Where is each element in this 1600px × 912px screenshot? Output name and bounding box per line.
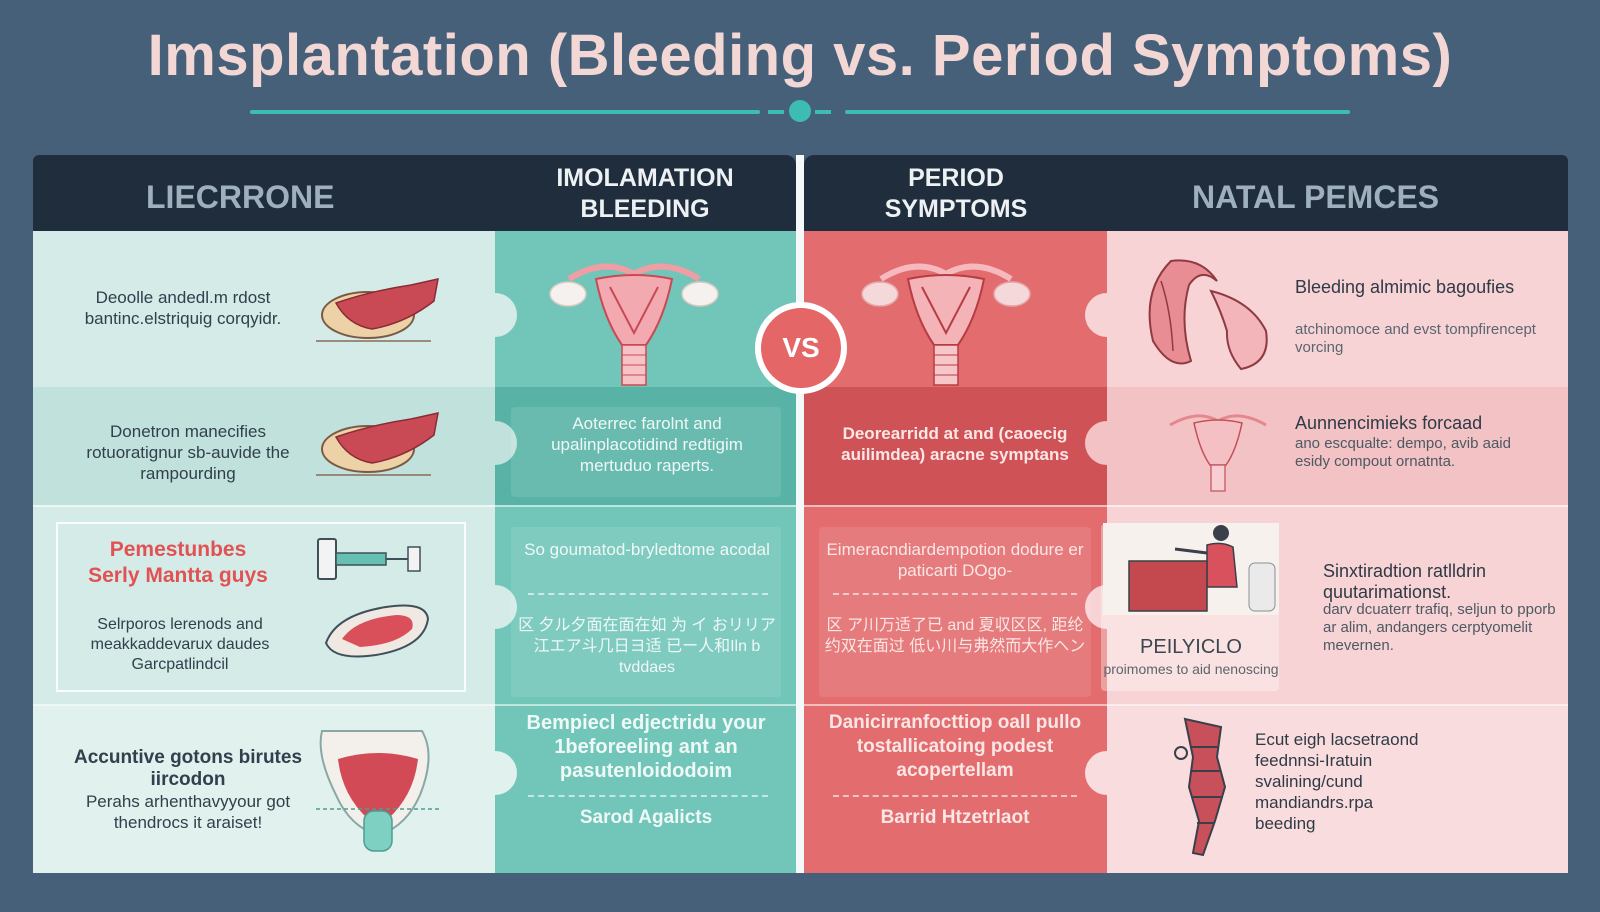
row4-period-footer: Barrid Htzetrlaot bbox=[880, 807, 1030, 828]
table-header-left: LIECRRONE IMOLAMATION BLEEDING bbox=[33, 155, 796, 231]
puzzle-notch bbox=[473, 421, 517, 465]
puzzle-notch bbox=[1085, 421, 1129, 465]
text-panel bbox=[511, 527, 781, 697]
header-right-side: NATAL PEMCES bbox=[1192, 179, 1440, 215]
puzzle-notch bbox=[1085, 751, 1129, 795]
tissue-illustration bbox=[316, 412, 439, 476]
row-band bbox=[495, 387, 797, 505]
table-header-right: PERIOD SYMPTOMS NATAL PEMCES bbox=[804, 155, 1568, 231]
header-left-side: LIECRRONE bbox=[146, 179, 335, 215]
row1-right-title: Bleeding almimic bagoufies bbox=[1295, 277, 1515, 297]
row2-right-title: Aunnencimieks forcaad bbox=[1295, 413, 1483, 433]
header-period: PERIOD SYMPTOMS bbox=[884, 164, 1028, 223]
row-band bbox=[1107, 705, 1568, 873]
highlight-frame bbox=[56, 522, 466, 692]
title-underline-left bbox=[250, 110, 760, 114]
row4-left-heading: Accuntive gotons birutes iircodon bbox=[73, 747, 303, 790]
text-panel bbox=[819, 527, 1091, 697]
row3-left-heading: Pemestunbes Serly Mantta guys bbox=[88, 538, 268, 587]
uterus-illustration bbox=[549, 263, 719, 386]
row3-right-caption: proimomes to aid nenoscing bbox=[1103, 661, 1279, 677]
uterus-small-icon bbox=[1169, 414, 1267, 492]
dashed-separator bbox=[833, 593, 1077, 595]
syringe-and-tissue-illustration bbox=[317, 538, 430, 658]
row2-implantation-text: Aoterrec farolnt and upalinplacotidind r… bbox=[551, 414, 743, 475]
page-title: Imsplantation (Bleeding vs. Period Sympt… bbox=[147, 23, 1453, 88]
row4-implantation-text: Bempiecl edjectridu your 1beforeeling an… bbox=[526, 712, 766, 782]
spine-illustration bbox=[1174, 717, 1227, 857]
row4-left-text: Perahs arhenthavyyour got thendrocs it a… bbox=[85, 792, 291, 832]
row4-implantation-footer: Sarod Agalicts bbox=[579, 807, 713, 828]
row4-period-text: Danicirranfocttiop oall pullo tostallica… bbox=[828, 712, 1082, 781]
vs-badge: VS bbox=[755, 302, 847, 394]
puzzle-notch bbox=[1085, 293, 1129, 337]
dashed-separator bbox=[528, 795, 768, 797]
row1-right-text: atchinomoce and evst tompfirencept vorci… bbox=[1295, 321, 1536, 356]
dashed-separator bbox=[833, 795, 1077, 797]
row2-left-text: Donetron manecifies rotuoratignur sb-auv… bbox=[86, 422, 290, 483]
person-at-desk-illustration bbox=[1103, 523, 1279, 615]
row2-right-text: ano escqualte: dempo, avib aaid esidy co… bbox=[1295, 435, 1511, 470]
row4-right-text: Ecut eigh lacsetraond feednnsi-Iratuin s… bbox=[1255, 730, 1419, 833]
puzzle-notch bbox=[473, 585, 517, 629]
comparison-table: LIECRRONE IMOLAMATION BLEEDING PERIOD SY… bbox=[33, 155, 1568, 873]
row1-left-text: Deoolle andedl.m rdost bantinc.elstriqui… bbox=[84, 288, 282, 328]
organ-illustration bbox=[1148, 259, 1268, 371]
row3-period-extra: 区 ア川万适了已 and 夏収区区, 距纶约双在面过 低い川与弗然而大作ヘン bbox=[824, 617, 1086, 655]
row3-right-text: darv dcuaterr trafiq, seljun to pporb ar… bbox=[1323, 601, 1556, 654]
title-underline-right bbox=[845, 110, 1350, 114]
row3-implantation-text: So goumatod-bryledtome acodal bbox=[524, 540, 770, 559]
row3-period-text: Eimeracndiardempotion dodure er paticart… bbox=[826, 540, 1084, 580]
row3-implantation-extra: 区 夕ル夕面在面在如 为 イ おリリア江エア斗几日ヨ适 已ー人和Iln b tv… bbox=[518, 617, 776, 676]
title-underline-dash-left bbox=[768, 110, 784, 114]
title-underline-dot bbox=[789, 100, 811, 122]
row3-right-title: Sinxtiradtion ratlldrin quutarimationst. bbox=[1323, 561, 1487, 602]
text-panel bbox=[511, 407, 781, 497]
puzzle-notch bbox=[473, 751, 517, 795]
pelvic-section-illustration bbox=[316, 730, 441, 852]
row2-period-text: Deorearridd at and (caoecig auilimdea) a… bbox=[841, 424, 1069, 464]
row3-right-label: PEILYICLO bbox=[1140, 636, 1242, 658]
tissue-illustration bbox=[316, 278, 439, 342]
dashed-separator bbox=[528, 593, 768, 595]
title-underline-dash-right bbox=[815, 110, 831, 114]
row-band bbox=[804, 387, 1107, 505]
uterus-illustration bbox=[861, 263, 1031, 386]
row-band bbox=[1107, 387, 1568, 505]
row3-left-text: Selrporos lerenods and meakkaddevarux da… bbox=[90, 616, 270, 673]
header-implantation: IMOLAMATION BLEEDING bbox=[556, 164, 734, 223]
center-divider bbox=[796, 155, 804, 873]
puzzle-notch bbox=[473, 293, 517, 337]
